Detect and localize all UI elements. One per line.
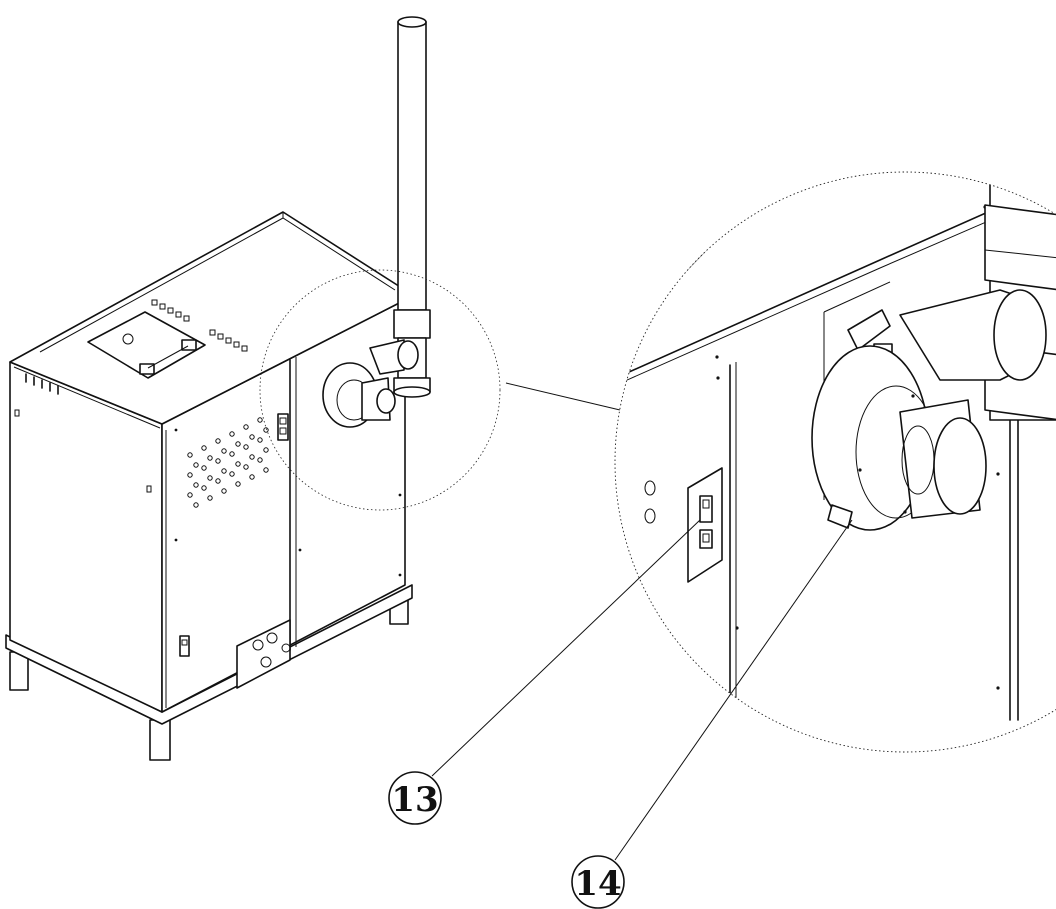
vent-hole xyxy=(221,448,227,454)
vent-hole xyxy=(215,478,221,484)
detail-electrical-plate xyxy=(687,467,723,583)
top-control-panel xyxy=(87,311,206,379)
vent-hole xyxy=(229,471,235,477)
vent-hole xyxy=(263,427,269,433)
vent-hole xyxy=(193,462,199,468)
top-slots xyxy=(151,299,248,352)
vent-hole xyxy=(187,452,193,458)
vent-hole xyxy=(215,458,221,464)
detail-zoom-circle-small xyxy=(259,269,501,511)
vent-hole xyxy=(235,481,241,487)
vent-hole xyxy=(249,454,255,460)
vent-hole xyxy=(257,437,263,443)
vent-hole xyxy=(187,492,193,498)
callout-13-label: 13 xyxy=(391,780,438,820)
vent-hole xyxy=(229,431,235,437)
vent-hole xyxy=(235,441,241,447)
callout-13: 13 xyxy=(388,519,701,825)
vent-hole xyxy=(201,465,207,471)
vent-hole xyxy=(221,488,227,494)
vent-hole xyxy=(263,447,269,453)
magnified-detail xyxy=(615,172,1056,752)
vent-hole xyxy=(257,457,263,463)
vent-hole xyxy=(221,468,227,474)
front-vent-slots xyxy=(25,373,59,395)
vent-hole xyxy=(215,438,221,444)
vent-hole xyxy=(235,461,241,467)
ventilation-hole-grid xyxy=(187,417,269,508)
vent-hole xyxy=(249,434,255,440)
vent-hole xyxy=(263,467,269,473)
vent-hole xyxy=(229,451,235,457)
detail-top-panel xyxy=(615,172,1056,386)
vent-hole xyxy=(201,445,207,451)
vent-hole xyxy=(207,495,213,501)
detail-blower-fan xyxy=(811,289,1047,531)
vent-hole xyxy=(187,472,193,478)
vent-hole xyxy=(207,475,213,481)
callout-14-label: 14 xyxy=(574,864,621,904)
vent-hole xyxy=(257,417,263,423)
vent-hole xyxy=(193,502,199,508)
boiler-unit xyxy=(5,16,431,761)
flue-pipe xyxy=(393,16,431,398)
blower-fan-small xyxy=(322,339,419,428)
callout-14: 14 xyxy=(571,519,853,909)
vent-hole xyxy=(243,444,249,450)
zoom-connector-line xyxy=(505,382,621,411)
vent-hole xyxy=(249,474,255,480)
vent-hole xyxy=(243,464,249,470)
vent-hole xyxy=(243,424,249,430)
vent-hole xyxy=(193,482,199,488)
vent-hole xyxy=(201,485,207,491)
vent-hole xyxy=(207,455,213,461)
